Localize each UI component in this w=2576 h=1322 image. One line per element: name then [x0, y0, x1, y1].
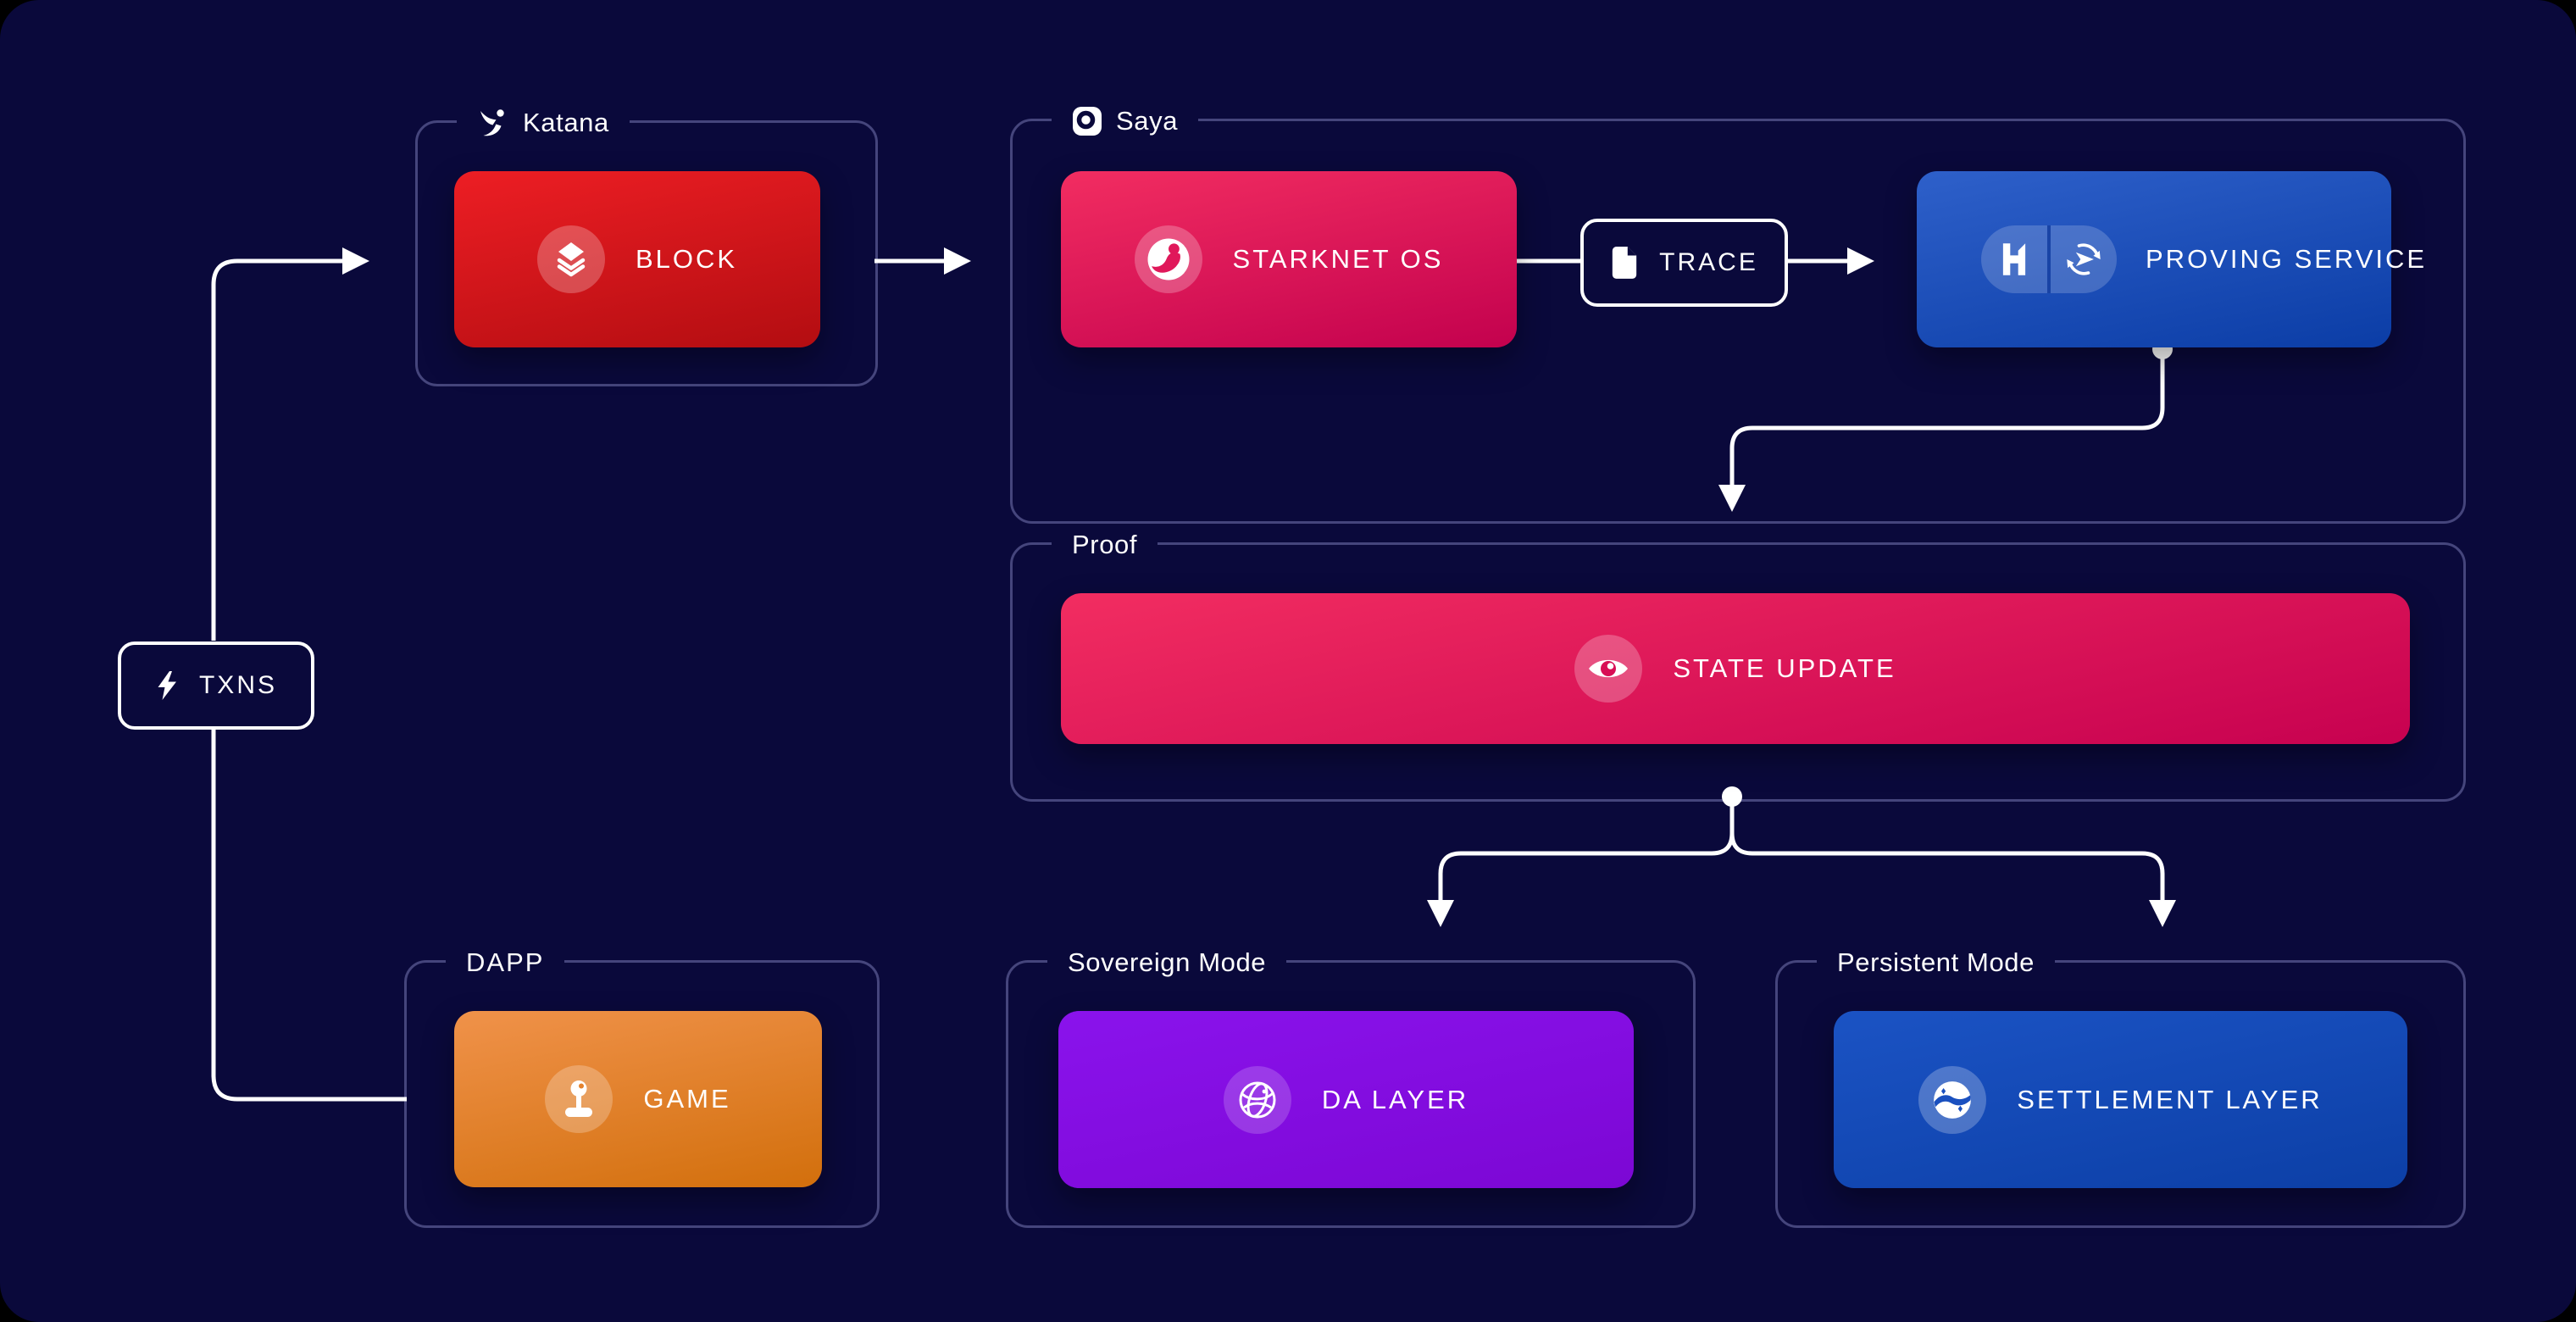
group-sovereign-mode: Sovereign Mode: [1006, 946, 1696, 1228]
arrowhead-proof-sovereign: [1427, 900, 1454, 927]
state-update-node: STATE UPDATE: [1061, 593, 2410, 744]
layers-icon: [536, 225, 605, 293]
herodotus-h-icon: [1981, 225, 2047, 293]
arrowhead-proof-persistent: [2149, 900, 2176, 927]
circular-arrows-icon: [2051, 225, 2117, 293]
starknet-os-label: STARKNET OS: [1232, 244, 1444, 274]
da-layer-label: DA LAYER: [1321, 1084, 1469, 1114]
starknet-os-node: STARKNET OS: [1061, 171, 1517, 347]
arrowhead-txns-katana: [342, 247, 369, 275]
eye-icon: [1574, 635, 1643, 703]
group-dapp-label: DAPP: [446, 946, 565, 980]
group-saya: Saya: [1010, 104, 2466, 524]
group-persistent-mode: Persistent Mode: [1775, 946, 2466, 1228]
trace-label: TRACE: [1659, 248, 1758, 276]
group-proof-label: Proof: [1052, 528, 1158, 562]
group-proof-title: Proof: [1072, 530, 1138, 559]
arrowhead-katana-saya: [944, 247, 971, 275]
txns-node: TXNS: [118, 642, 314, 730]
group-persistent-label: Persistent Mode: [1817, 946, 2055, 980]
group-saya-title: Saya: [1116, 106, 1179, 136]
document-icon: [1610, 244, 1639, 281]
group-katana-label: Katana: [457, 106, 630, 140]
block-label: BLOCK: [635, 244, 738, 274]
lightning-icon: [155, 670, 179, 701]
group-saya-label: Saya: [1052, 104, 1199, 138]
globe-icon: [1223, 1065, 1291, 1134]
group-katana: Katana: [415, 106, 878, 386]
starknet-icon: [1134, 225, 1202, 293]
game-node: GAME: [454, 1011, 822, 1187]
group-sovereign-title: Sovereign Mode: [1068, 947, 1267, 977]
group-persistent-title: Persistent Mode: [1837, 947, 2035, 977]
katana-logo-icon: [477, 107, 509, 139]
joystick-icon: [545, 1065, 613, 1133]
planet-swirl-icon: [1918, 1065, 1987, 1134]
block-node: BLOCK: [454, 171, 820, 347]
trace-node: TRACE: [1580, 219, 1788, 307]
group-dapp-title: DAPP: [466, 947, 545, 977]
group-sovereign-label: Sovereign Mode: [1047, 946, 1287, 980]
proving-service-node: PROVING SERVICE: [1917, 171, 2428, 347]
state-update-label: STATE UPDATE: [1673, 653, 1896, 683]
proving-service-label: PROVING SERVICE: [2146, 244, 2428, 274]
settlement-layer-label: SETTLEMENT LAYER: [2017, 1084, 2323, 1114]
txns-label: TXNS: [198, 671, 277, 699]
proving-icons-pill: [1981, 225, 2117, 293]
group-katana-title: Katana: [523, 108, 609, 137]
settlement-layer-node: SETTLEMENT LAYER: [1834, 1011, 2407, 1188]
game-label: GAME: [643, 1084, 731, 1114]
da-layer-node: DA LAYER: [1058, 1011, 1634, 1188]
pill-divider: [2047, 225, 2051, 293]
saya-logo-icon: [1072, 106, 1102, 136]
